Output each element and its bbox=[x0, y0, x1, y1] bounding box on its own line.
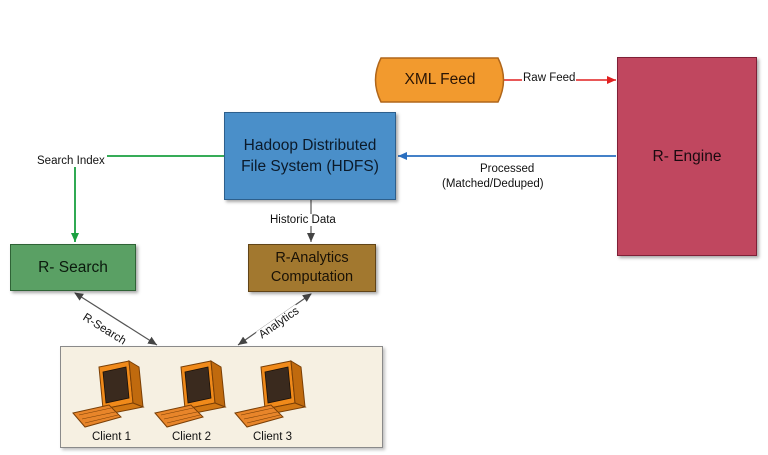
processed-label-line2: (Matched/Deduped) bbox=[442, 178, 544, 190]
r-analytics-node: R-Analytics Computation bbox=[248, 244, 376, 292]
clients-panel: Client 1 Client 2 bbox=[60, 346, 383, 448]
r-search-label: R- Search bbox=[38, 258, 108, 276]
computer-icon bbox=[154, 360, 227, 428]
xml-feed-node: XML Feed bbox=[378, 58, 502, 102]
historic-data-label: Historic Data bbox=[268, 214, 338, 226]
client-3-label: Client 3 bbox=[253, 431, 292, 443]
r-analytics-label-line1: R-Analytics bbox=[275, 250, 349, 266]
r-engine-label: R- Engine bbox=[652, 147, 722, 165]
computer-icon bbox=[234, 360, 307, 428]
client-2-label: Client 2 bbox=[172, 431, 211, 443]
hdfs-label-line1: Hadoop Distributed bbox=[243, 137, 377, 154]
r-search-node: R- Search bbox=[10, 244, 136, 291]
hdfs-label-line2: File System (HDFS) bbox=[241, 158, 379, 175]
processed-label-line1: Processed bbox=[480, 163, 535, 175]
raw-feed-label: Raw Feed bbox=[522, 72, 577, 84]
computer-icon bbox=[72, 360, 145, 428]
xml-feed-label: XML Feed bbox=[404, 71, 476, 88]
r-engine-node: R- Engine bbox=[617, 57, 757, 256]
xml-feed-shape bbox=[374, 57, 505, 103]
search-index-arrow bbox=[71, 155, 224, 242]
r-search-arrow bbox=[74, 292, 158, 346]
r-analytics-label-line2: Computation bbox=[270, 269, 354, 285]
search-index-label: Search Index bbox=[35, 155, 107, 167]
client-1-label: Client 1 bbox=[92, 431, 131, 443]
hdfs-node: Hadoop Distributed File System (HDFS) bbox=[224, 112, 396, 200]
